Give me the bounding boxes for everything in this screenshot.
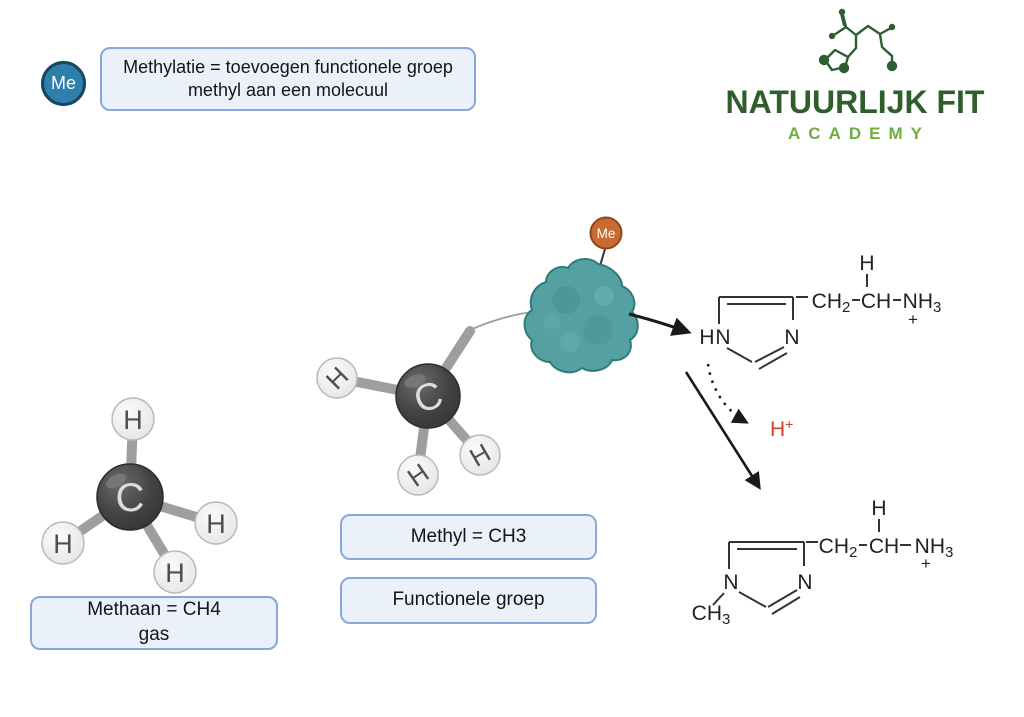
me-connector bbox=[599, 248, 606, 267]
substrate-bonds bbox=[718, 274, 901, 370]
substrate-nh3: NH3 bbox=[903, 290, 942, 316]
methaan-line1: Methaan = CH4 bbox=[87, 599, 221, 621]
hydrogen-atom bbox=[397, 454, 439, 496]
logo: NATUURLIJK FIT ACADEMY bbox=[698, 2, 1012, 144]
substrate-ring-n-right: N bbox=[784, 326, 799, 349]
me-legend-label: Me bbox=[50, 73, 76, 93]
h-plus-label: H+ bbox=[770, 416, 793, 441]
reaction-arrows: H+ bbox=[628, 312, 793, 490]
hydrogen-atom bbox=[316, 357, 358, 399]
definition-line1: Methylatie = toevoegen functionele groep bbox=[123, 56, 453, 77]
enzyme: Me bbox=[523, 216, 639, 374]
product-bonds bbox=[712, 519, 911, 615]
reaction-arrow bbox=[684, 371, 761, 490]
methane-molecule: H H H H C bbox=[41, 397, 238, 594]
substrate-ch: CH bbox=[861, 290, 891, 313]
methane-h-labels: H H H H bbox=[53, 405, 226, 588]
sphere-highlight bbox=[404, 374, 426, 388]
substrate-plus: + bbox=[908, 310, 918, 329]
methyl-molecule: H H H C bbox=[316, 310, 542, 496]
me-group-label: Me bbox=[597, 226, 616, 241]
c-label: C bbox=[116, 476, 145, 520]
product-ring-n-right: N bbox=[797, 571, 812, 594]
h-label: H bbox=[165, 558, 185, 588]
enzyme-blob bbox=[523, 258, 639, 374]
logo-name: NATUURLIJK FIT bbox=[725, 84, 985, 120]
product-methyl: CH3 bbox=[692, 602, 731, 628]
substrate-structure: H N N H CH2 CH NH3 + bbox=[699, 252, 942, 370]
methyl-label-box: Methyl = CH3 bbox=[340, 514, 597, 560]
methyl-h-labels: H H H bbox=[320, 361, 496, 493]
functionele-groep-label: Functionele groep bbox=[392, 589, 545, 611]
product-nh3: NH3 bbox=[915, 535, 954, 561]
me-group-circle bbox=[589, 216, 623, 250]
me-legend-badge: Me bbox=[41, 61, 86, 106]
hydrogen-atom bbox=[111, 397, 155, 441]
hydrogen-atom bbox=[194, 501, 238, 545]
functionele-groep-box: Functionele groep bbox=[340, 577, 597, 624]
definition-line2: methyl aan een molecuul bbox=[187, 80, 389, 100]
product-h-top: H bbox=[871, 497, 886, 520]
logo-subtitle: ACADEMY bbox=[788, 124, 930, 143]
methyl-hydrogens bbox=[316, 357, 501, 496]
substrate-h-top: H bbox=[859, 252, 874, 275]
h-label: H bbox=[53, 529, 73, 559]
enzyme-to-substrate-arrow bbox=[628, 312, 692, 336]
product-ch2: CH2 bbox=[819, 535, 858, 561]
hydrogen-atom bbox=[153, 550, 197, 594]
methane-hydrogens bbox=[41, 397, 238, 594]
methyl-label: Methyl = CH3 bbox=[410, 525, 527, 547]
h-plus-sup: + bbox=[785, 416, 793, 432]
product-plus: + bbox=[921, 554, 931, 573]
hydrogen-atom bbox=[459, 434, 501, 476]
hydrogen-atom bbox=[41, 521, 85, 565]
substrate-ch2: CH2 bbox=[812, 290, 851, 316]
methaan-label-box: Methaan = CH4 gas bbox=[30, 596, 278, 650]
product-ring-n-left: N bbox=[723, 571, 738, 594]
h-label: H bbox=[206, 509, 226, 539]
product-ch: CH bbox=[869, 535, 899, 558]
h-plus-h: H bbox=[770, 418, 785, 441]
methaan-line2: gas bbox=[138, 624, 170, 645]
logo-molecule-icon bbox=[818, 8, 898, 74]
substrate-ring-h: H bbox=[699, 326, 714, 349]
product-structure: N N CH3 H CH2 CH NH3 + bbox=[692, 497, 954, 628]
sphere-highlight bbox=[105, 473, 127, 489]
substrate-ring-n-left: N bbox=[715, 326, 730, 349]
definition-box: Methylatie = toevoegen functionele groep… bbox=[100, 47, 476, 111]
enzyme-texture bbox=[544, 286, 614, 352]
h-label: H bbox=[123, 405, 143, 435]
